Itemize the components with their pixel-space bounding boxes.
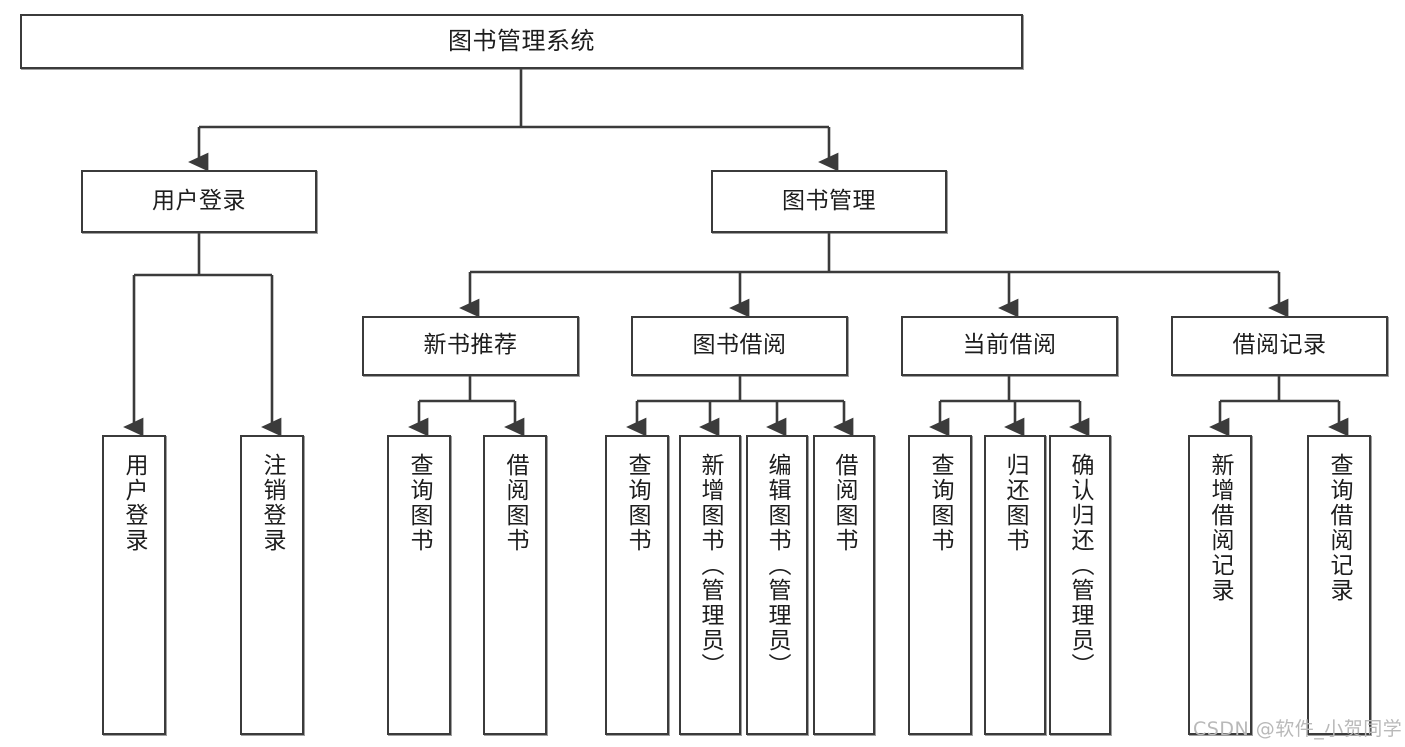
node-leaf-borrow-book-1[interactable]: 借阅图书 bbox=[483, 435, 547, 735]
node-borrow-record-label: 借阅记录 bbox=[1232, 332, 1327, 359]
node-leaf-query-book-1[interactable]: 查询图书 bbox=[387, 435, 451, 735]
node-leaf-query-book-2[interactable]: 查询图书 bbox=[605, 435, 669, 735]
node-leaf-confirm-return[interactable]: 确认归还（管理员） bbox=[1049, 435, 1111, 735]
node-leaf-return-book[interactable]: 归还图书 bbox=[984, 435, 1046, 735]
node-new-book-recommend-label: 新书推荐 bbox=[423, 332, 518, 359]
node-leaf-borrow-book-2-label: 借阅图书 bbox=[831, 453, 858, 553]
node-root-label: 图书管理系统 bbox=[448, 27, 595, 56]
node-borrow-record[interactable]: 借阅记录 bbox=[1171, 316, 1388, 376]
node-user-login[interactable]: 用户登录 bbox=[81, 170, 317, 233]
node-leaf-query-record[interactable]: 查询借阅记录 bbox=[1307, 435, 1371, 735]
node-leaf-logout-label: 注销登录 bbox=[259, 453, 286, 553]
node-leaf-user-login[interactable]: 用户登录 bbox=[102, 435, 166, 735]
node-leaf-query-book-3-label: 查询图书 bbox=[927, 453, 954, 553]
node-current-borrow-label: 当前借阅 bbox=[962, 332, 1057, 359]
node-root[interactable]: 图书管理系统 bbox=[20, 14, 1023, 69]
node-user-login-label: 用户登录 bbox=[152, 187, 246, 214]
node-leaf-query-record-label: 查询借阅记录 bbox=[1326, 453, 1353, 603]
node-leaf-query-book-2-label: 查询图书 bbox=[624, 453, 651, 553]
node-book-manage[interactable]: 图书管理 bbox=[711, 170, 947, 233]
node-new-book-recommend[interactable]: 新书推荐 bbox=[362, 316, 579, 376]
node-leaf-logout[interactable]: 注销登录 bbox=[240, 435, 304, 735]
node-book-manage-label: 图书管理 bbox=[782, 187, 876, 214]
node-leaf-query-book-3[interactable]: 查询图书 bbox=[908, 435, 972, 735]
node-leaf-borrow-book-2[interactable]: 借阅图书 bbox=[813, 435, 875, 735]
node-leaf-user-login-label: 用户登录 bbox=[121, 453, 148, 553]
node-leaf-borrow-book-1-label: 借阅图书 bbox=[502, 453, 529, 553]
node-book-borrow-label: 图书借阅 bbox=[692, 332, 787, 359]
node-leaf-confirm-return-label: 确认归还（管理员） bbox=[1067, 453, 1094, 678]
node-leaf-add-book[interactable]: 新增图书（管理员） bbox=[679, 435, 741, 735]
node-leaf-query-book-1-label: 查询图书 bbox=[406, 453, 433, 553]
node-leaf-add-book-label: 新增图书（管理员） bbox=[697, 453, 724, 678]
node-leaf-add-record[interactable]: 新增借阅记录 bbox=[1188, 435, 1252, 735]
node-book-borrow[interactable]: 图书借阅 bbox=[631, 316, 848, 376]
node-leaf-edit-book[interactable]: 编辑图书（管理员） bbox=[746, 435, 808, 735]
node-leaf-return-book-label: 归还图书 bbox=[1002, 453, 1029, 553]
node-current-borrow[interactable]: 当前借阅 bbox=[901, 316, 1118, 376]
node-leaf-add-record-label: 新增借阅记录 bbox=[1207, 453, 1234, 603]
node-leaf-edit-book-label: 编辑图书（管理员） bbox=[764, 453, 791, 678]
